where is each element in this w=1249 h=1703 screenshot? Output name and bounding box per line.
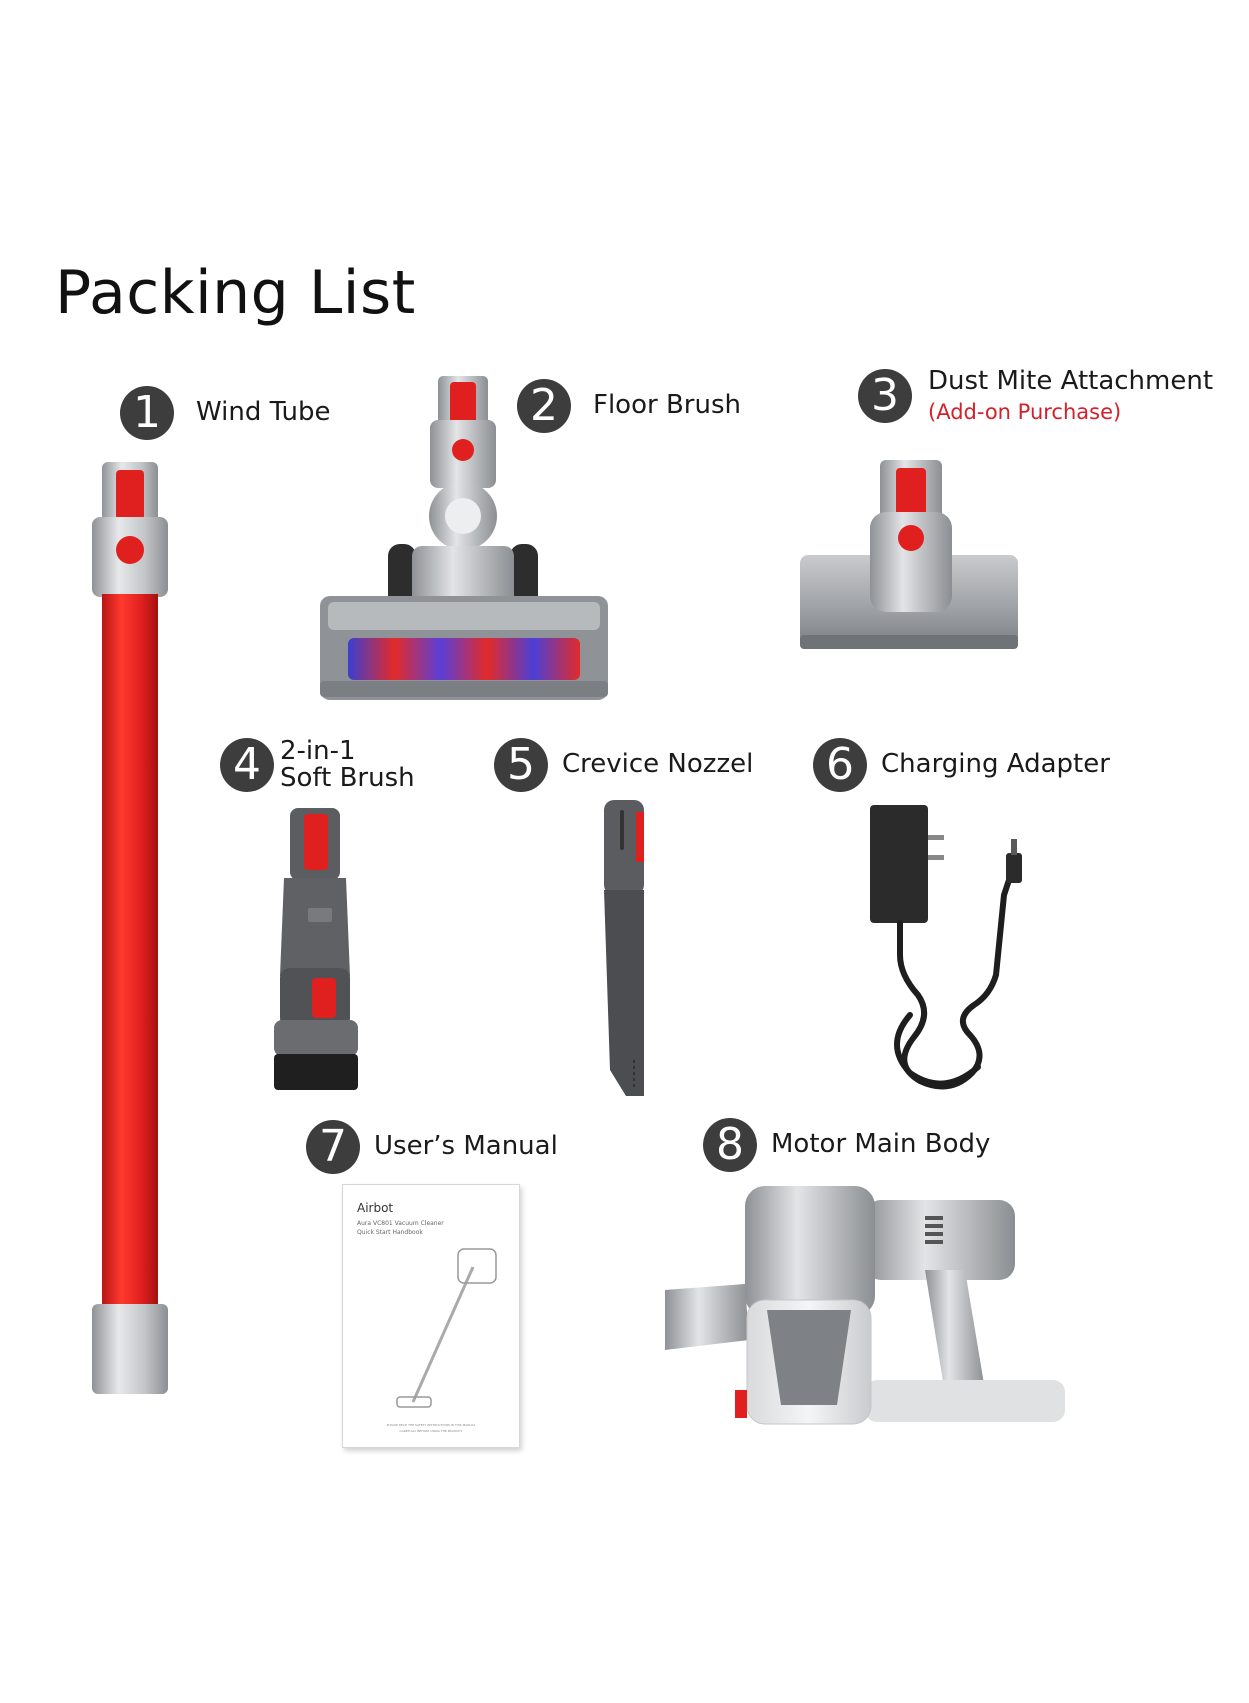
manual-subtitle-1: Aura VC801 Vacuum Cleaner xyxy=(357,1220,444,1227)
item-label-7: 7 User’s Manual xyxy=(306,1120,558,1174)
crevice-nozzle-image xyxy=(604,800,644,1096)
number-badge-4: 4 xyxy=(220,738,274,793)
page-title: Packing List xyxy=(55,258,416,328)
add-on-note: (Add-on Purchase) xyxy=(928,400,1122,425)
number-badge-6: 6 xyxy=(813,738,867,792)
charging-adapter-image xyxy=(870,805,1022,1090)
manual-subtitle-2: Quick Start Handbook xyxy=(357,1229,423,1236)
item-name-4-line2: Soft Brush xyxy=(280,763,415,794)
item-name-3: Dust Mite Attachment xyxy=(928,366,1214,396)
number-badge-7: 7 xyxy=(306,1120,360,1174)
item-label-2: 2 Floor Brush xyxy=(517,379,741,433)
item-label-1: 1 Wind Tube xyxy=(120,386,331,440)
motor-main-body-image xyxy=(665,1186,1065,1425)
item-name-6: Charging Adapter xyxy=(881,749,1110,780)
item-label-5: 5 Crevice Nozzel xyxy=(494,738,753,792)
number-badge-1: 1 xyxy=(120,386,174,440)
item-label-3: 3 Dust Mite Attachment (Add-on Purchase) xyxy=(858,366,1214,425)
users-manual-image: Airbot Aura VC801 Vacuum Cleaner Quick S… xyxy=(342,1184,520,1448)
manual-footer-1: PLEASE READ THE SAFETY INSTRUCTIONS IN T… xyxy=(386,1423,476,1427)
item-name-1: Wind Tube xyxy=(196,397,331,428)
manual-brand: Airbot xyxy=(357,1201,394,1215)
item-name-7: User’s Manual xyxy=(374,1131,558,1162)
manual-vacuum-illustration xyxy=(396,1248,497,1408)
dust-mite-attachment-image xyxy=(800,460,1018,649)
floor-brush-image xyxy=(320,376,608,700)
wind-tube-image xyxy=(92,462,168,1394)
item-name-5: Crevice Nozzel xyxy=(562,749,754,780)
item-name-2: Floor Brush xyxy=(593,390,741,421)
item-name-8: Motor Main Body xyxy=(771,1129,991,1160)
number-badge-3: 3 xyxy=(858,368,912,423)
number-badge-5: 5 xyxy=(494,738,548,792)
number-badge-2: 2 xyxy=(517,379,571,433)
item-name-4-line1: 2-in-1 xyxy=(280,736,356,766)
soft-brush-image xyxy=(274,808,358,1090)
number-badge-8: 8 xyxy=(703,1118,757,1172)
manual-footer-2: CAREFULLY BEFORE USING THE PRODUCT xyxy=(399,1429,463,1433)
item-label-4: 4 2-in-1 Soft Brush xyxy=(220,736,415,794)
item-label-8: 8 Motor Main Body xyxy=(703,1118,990,1172)
item-label-6: 6 Charging Adapter xyxy=(813,738,1110,792)
